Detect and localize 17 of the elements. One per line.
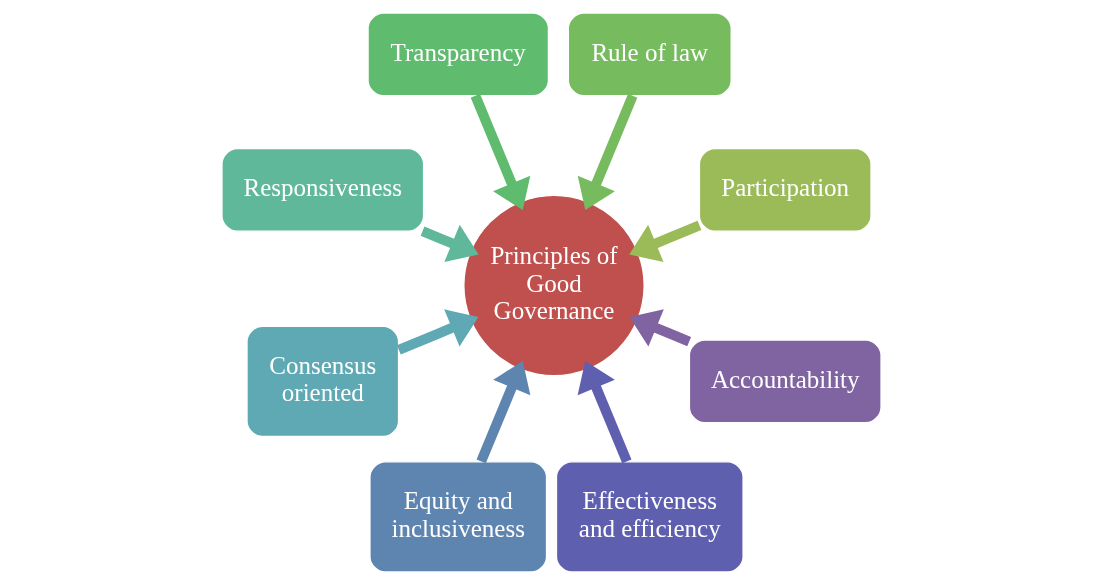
arrow [396,309,479,355]
arrow [577,360,632,464]
node-box: Participation [698,147,872,232]
node-box: Responsiveness [221,147,425,232]
arrow [629,309,692,347]
arrow [470,93,531,211]
node-circle: Principles of Good Governance [463,194,645,377]
node-box: Equity and inclusiveness [369,461,548,573]
node-box: Accountability [688,339,882,424]
node-box: Rule of law [567,12,732,97]
node-box: Transparency [367,12,549,97]
node-box: Consensus oriented [246,325,400,438]
arrow [629,220,702,263]
arrow [577,93,638,211]
arrow [420,224,479,262]
node-box: Effectiveness and efficiency [555,461,744,573]
arrow [476,360,531,464]
